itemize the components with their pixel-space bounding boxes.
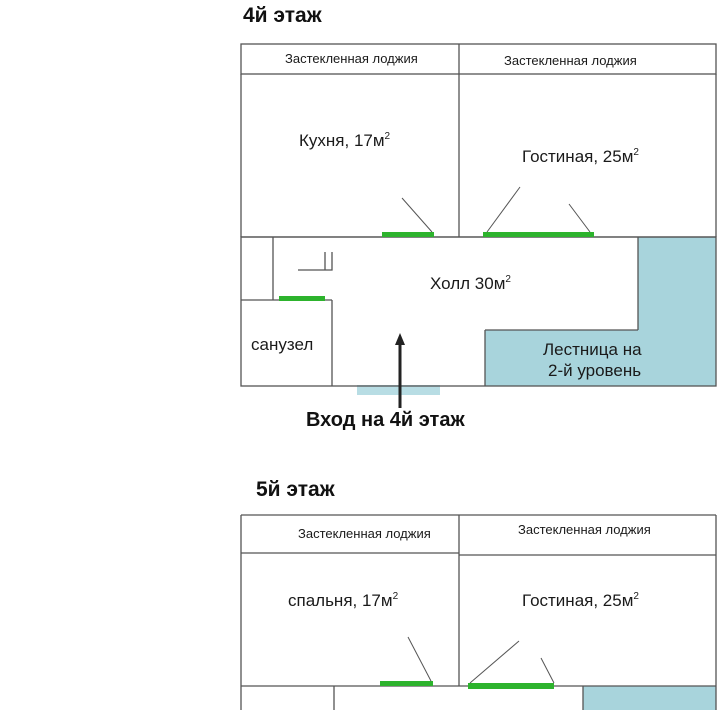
floor4-loggia-right-label: Застекленная лоджия bbox=[504, 53, 637, 68]
floor5-stairs-area bbox=[583, 686, 716, 710]
floor4-hall-label: Холл 30м2 bbox=[430, 274, 511, 293]
floor4-loggia-left-label: Застекленная лоджия bbox=[285, 51, 418, 66]
floor4-bathroom-label: санузел bbox=[251, 335, 314, 354]
floor5-title: 5й этаж bbox=[256, 478, 335, 501]
floor4-kitchen-label: Кухня, 17м2 bbox=[299, 131, 391, 150]
floor4-living-door-swing-a bbox=[486, 186, 521, 233]
floor5-living-door bbox=[468, 683, 554, 689]
floor4-stairs-label-line2: 2-й уровень bbox=[548, 361, 642, 380]
floor4-living-label: Гостиная, 25м2 bbox=[522, 147, 639, 166]
floor4-loggia-band bbox=[240, 43, 717, 75]
floor4-bathroom-door bbox=[279, 296, 325, 301]
floor4-kitchen-door-swing bbox=[401, 197, 433, 233]
floor4-niche bbox=[298, 252, 333, 271]
floor4-stairs-label-line1: Лестница на bbox=[543, 340, 642, 359]
floor5-living-label: Гостиная, 25м2 bbox=[522, 591, 639, 610]
floor5-bedroom-door bbox=[380, 681, 433, 686]
floor5-plan bbox=[240, 514, 717, 710]
floor4-hall-outline bbox=[240, 236, 717, 387]
floor5-loggia-right-label: Застекленная лоджия bbox=[518, 522, 651, 537]
floor4-stairs-area bbox=[485, 237, 716, 386]
floor5-bedroom-door-swing bbox=[407, 636, 432, 682]
floor4-entrance-arrow-head bbox=[395, 333, 405, 345]
floor4-living-door bbox=[483, 232, 594, 237]
floor4-plan bbox=[240, 43, 717, 408]
floor4-entrance-label: Вход на 4й этаж bbox=[306, 409, 465, 431]
floor5-living-door-swing-a bbox=[469, 640, 520, 684]
floor4-kitchen-door bbox=[382, 232, 434, 237]
floor4-living-door-swing-b bbox=[568, 203, 591, 233]
floor4-title: 4й этаж bbox=[243, 4, 322, 27]
floor5-bedroom-label: спальня, 17м2 bbox=[288, 591, 399, 610]
floor5-loggia-left-label: Застекленная лоджия bbox=[298, 526, 431, 541]
floor5-living-door-swing-b bbox=[540, 657, 555, 684]
